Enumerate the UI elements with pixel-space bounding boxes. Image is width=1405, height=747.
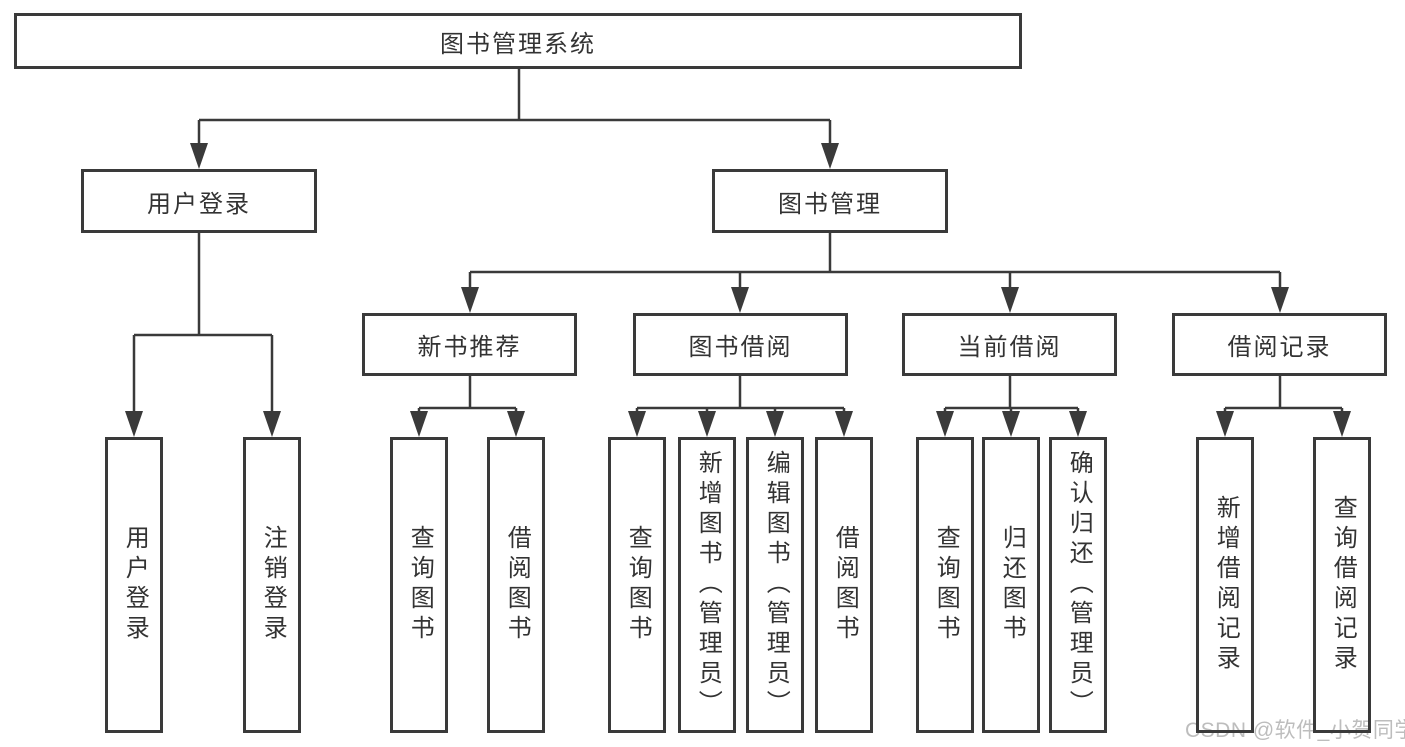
node-label: 当前借阅: [957, 334, 1062, 361]
node-leaf-edit-books-admin: 编辑图书（管理员）: [746, 437, 804, 733]
node-label: 查询图书: [932, 525, 960, 645]
node-label: 借阅图书: [503, 525, 531, 645]
node-label: 借阅图书: [831, 525, 859, 645]
node-label: 用户登录: [121, 525, 149, 645]
node-label: 查询借阅记录: [1329, 495, 1357, 675]
arrowhead: [698, 411, 716, 437]
node-label: 新书推荐: [417, 334, 522, 361]
arrowhead: [1002, 411, 1020, 437]
node-book-management: 图书管理: [712, 169, 948, 233]
arrowhead: [1333, 411, 1351, 437]
node-book-borrowing: 图书借阅: [633, 313, 848, 376]
node-label: 注销登录: [259, 525, 287, 645]
arrowhead: [628, 411, 646, 437]
node-label: 借阅记录: [1227, 334, 1332, 361]
node-leaf-borrow-books-1: 借阅图书: [487, 437, 545, 733]
node-label: 查询图书: [406, 525, 434, 645]
node-leaf-return-books: 归还图书: [982, 437, 1040, 733]
node-label: 查询图书: [624, 525, 652, 645]
node-leaf-add-books-admin: 新增图书（管理员）: [678, 437, 736, 733]
node-leaf-query-borrow-record: 查询借阅记录: [1313, 437, 1371, 733]
arrowhead: [835, 411, 853, 437]
node-borrowing-records: 借阅记录: [1172, 313, 1387, 376]
node-label: 确认归还（管理员）: [1065, 450, 1093, 720]
node-label: 用户登录: [147, 190, 251, 218]
node-label: 图书借阅: [688, 334, 793, 361]
node-leaf-logout: 注销登录: [243, 437, 301, 733]
csdn-watermark: CSDN @软件_小贺同学: [1185, 719, 1405, 742]
arrowhead: [731, 287, 749, 313]
node-leaf-user-login: 用户登录: [105, 437, 163, 733]
node-label: 新增图书（管理员）: [694, 450, 722, 720]
arrowhead: [263, 411, 281, 437]
arrowhead: [766, 411, 784, 437]
arrowhead: [190, 143, 208, 169]
node-leaf-query-books-3: 查询图书: [916, 437, 974, 733]
arrowhead: [936, 411, 954, 437]
node-label: 编辑图书（管理员）: [762, 450, 790, 720]
node-label: 归还图书: [998, 525, 1026, 645]
node-leaf-borrow-books-2: 借阅图书: [815, 437, 873, 733]
arrowhead: [821, 143, 839, 169]
node-leaf-add-borrow-record: 新增借阅记录: [1196, 437, 1254, 733]
arrowhead: [507, 411, 525, 437]
node-leaf-query-books-2: 查询图书: [608, 437, 666, 733]
arrowhead: [1001, 287, 1019, 313]
node-leaf-query-books-1: 查询图书: [390, 437, 448, 733]
node-label: 新增借阅记录: [1212, 495, 1240, 675]
node-label: 图书管理系统: [440, 30, 596, 58]
node-library-system: 图书管理系统: [14, 13, 1022, 69]
arrowhead: [410, 411, 428, 437]
arrowhead: [1216, 411, 1234, 437]
arrowhead: [1271, 287, 1289, 313]
node-leaf-confirm-return-admin: 确认归还（管理员）: [1049, 437, 1107, 733]
arrowhead: [461, 287, 479, 313]
arrowhead: [125, 411, 143, 437]
arrowhead: [1069, 411, 1087, 437]
node-user-login: 用户登录: [81, 169, 317, 233]
node-label: 图书管理: [778, 190, 882, 218]
node-new-book-recommend: 新书推荐: [362, 313, 577, 376]
node-current-borrowing: 当前借阅: [902, 313, 1117, 376]
